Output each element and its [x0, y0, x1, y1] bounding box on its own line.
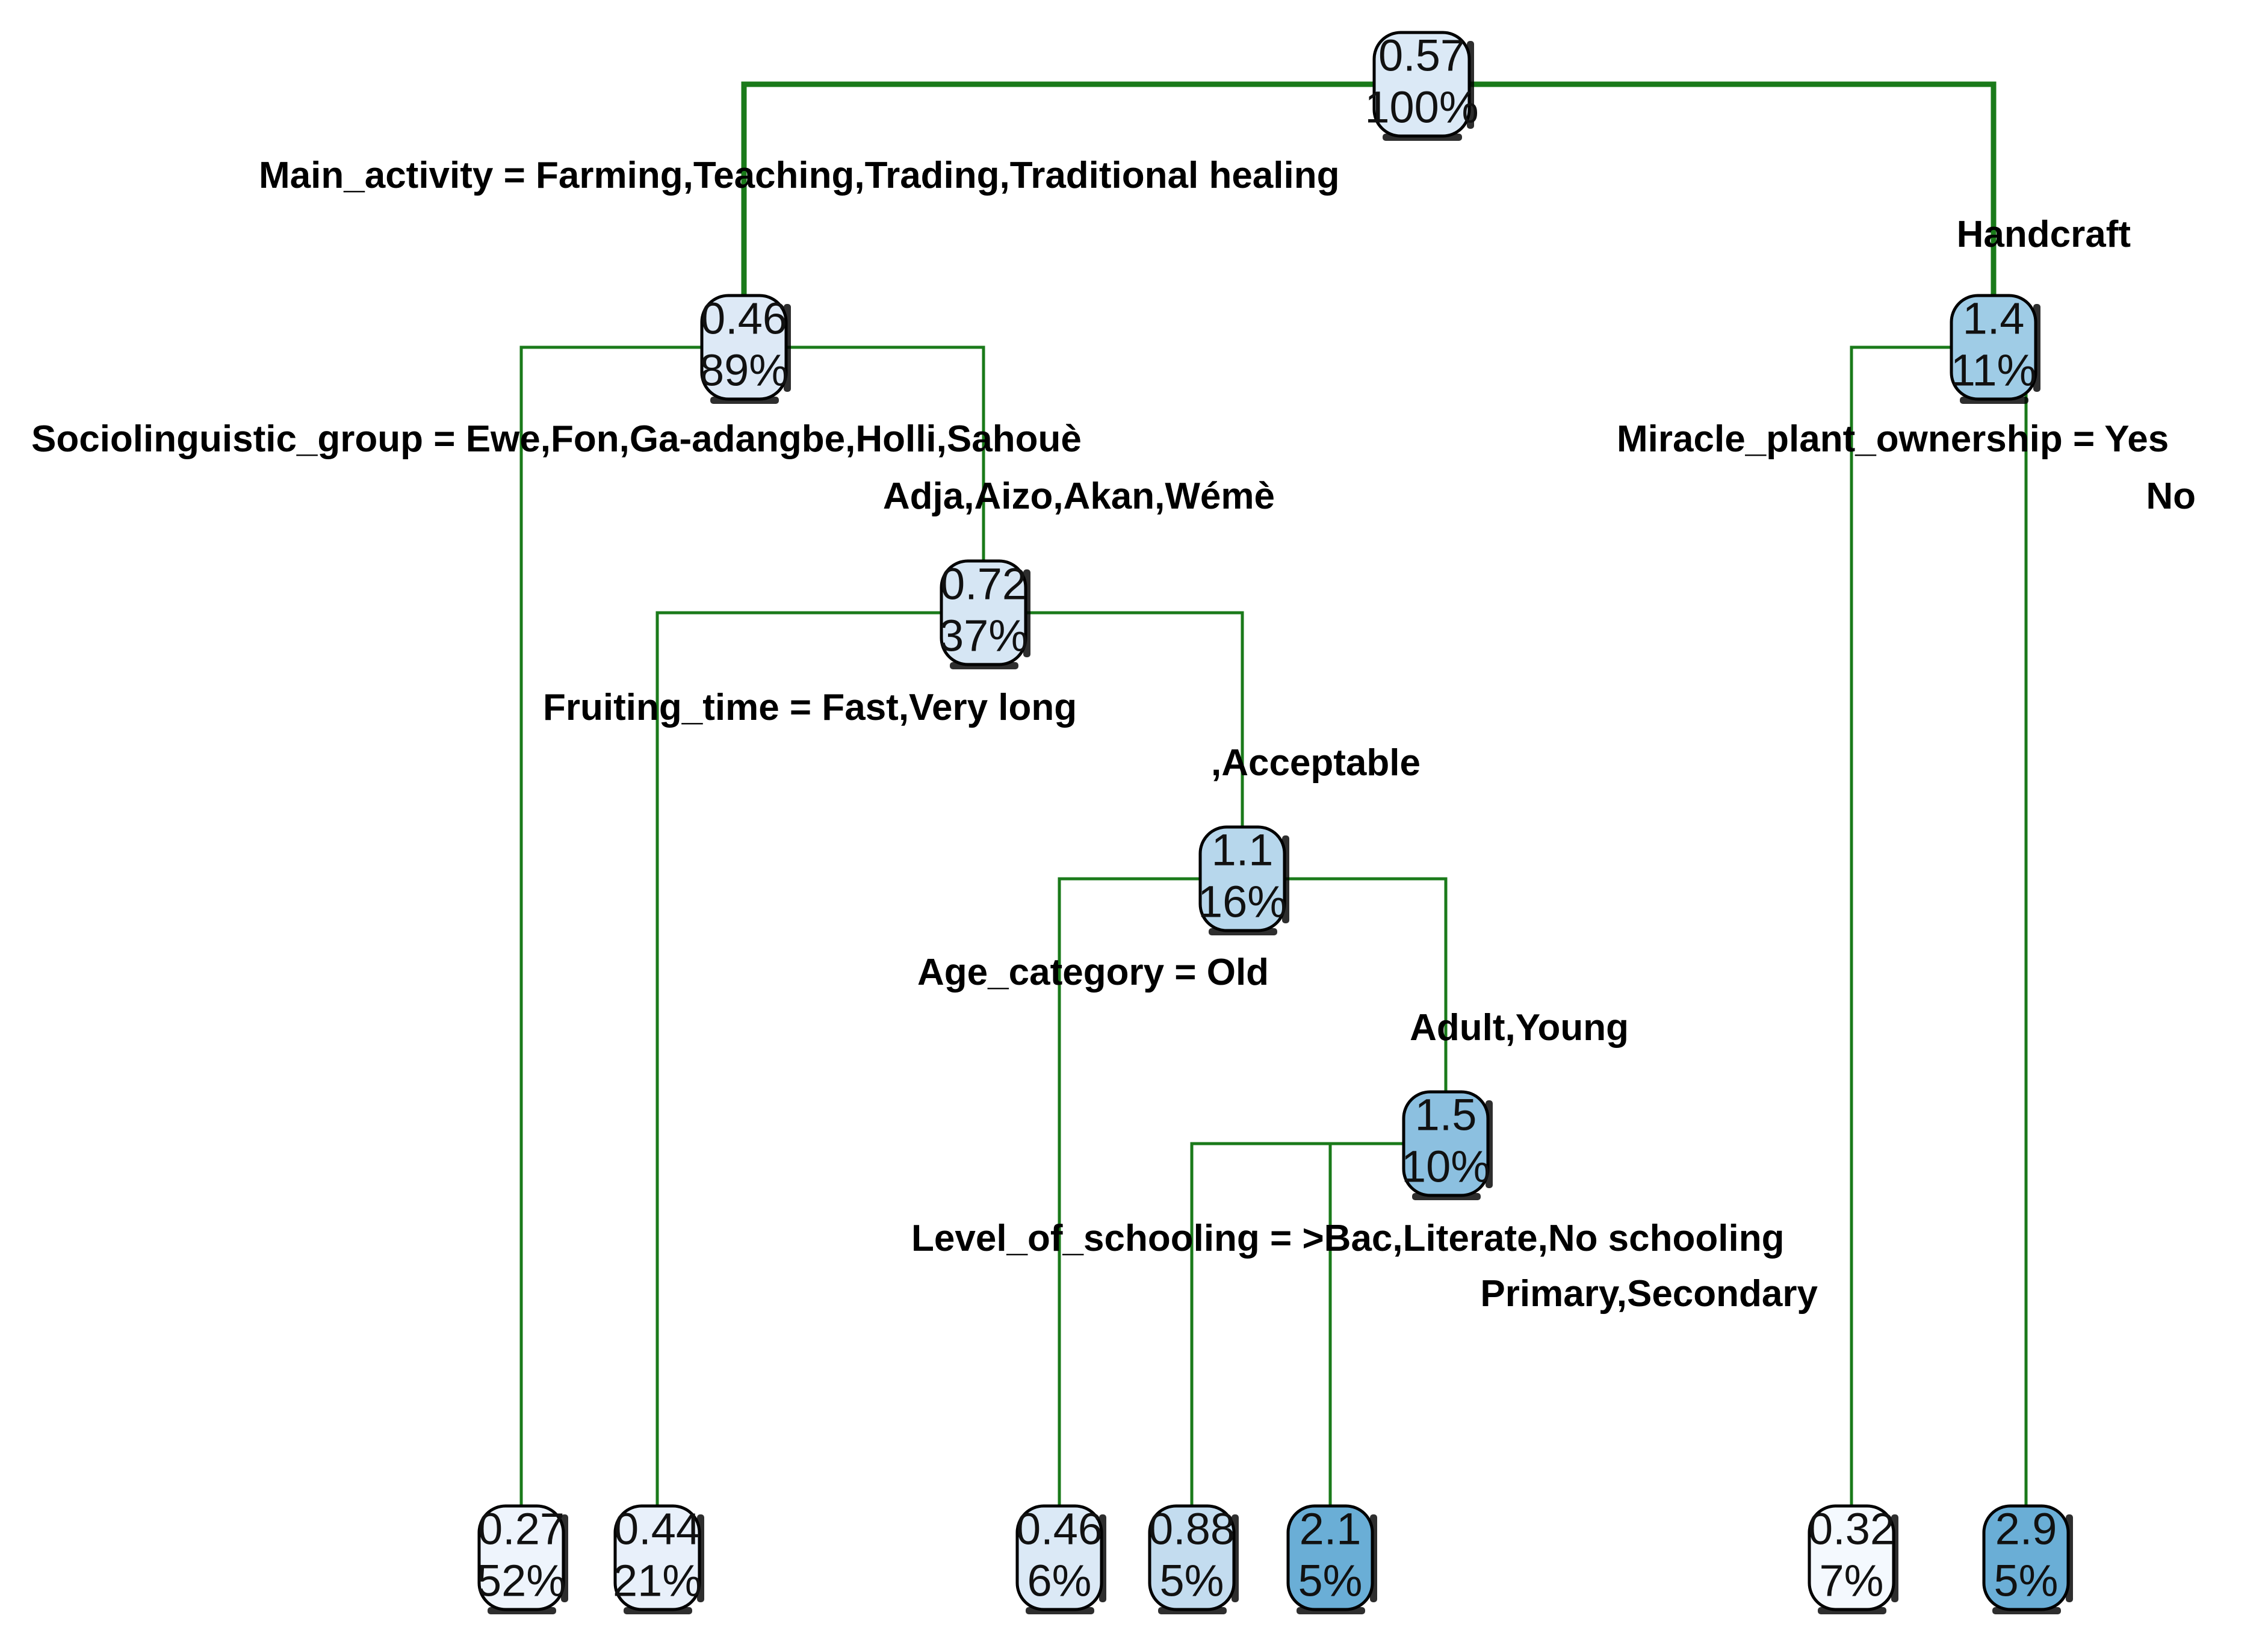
- node-percent: 5%: [1994, 1556, 2059, 1606]
- node-value: 0.72: [940, 559, 1027, 609]
- edge-root-left: [741, 81, 1422, 296]
- node-percent: 6%: [1027, 1556, 1092, 1606]
- node-percent: 16%: [1198, 877, 1287, 927]
- tree-node-n47[interactable]: 2.15%: [1286, 1504, 1377, 1614]
- tree-node-n3[interactable]: 1.411%: [1950, 294, 2040, 404]
- node-percent: 11%: [1951, 345, 2037, 395]
- tree-node-n6[interactable]: 0.327%: [1808, 1504, 1898, 1614]
- split-age-left: Age_category = Old: [917, 952, 1269, 993]
- split-labels: Main_activity = Farming,Teaching,Trading…: [31, 155, 2196, 1315]
- node-box: [613, 1504, 701, 1611]
- edge-n2-right: [744, 345, 985, 561]
- split-fruiting-left: Fruiting_time = Fast,Very long: [543, 687, 1077, 728]
- tree-node-n11[interactable]: 1.116%: [1198, 825, 1289, 935]
- edge-n2-left: [519, 345, 744, 1506]
- split-miracle-right: No: [2146, 476, 2196, 517]
- node-box: [1148, 1504, 1236, 1611]
- split-miracle-left: Miracle_plant_ownership = Yes: [1617, 418, 2169, 460]
- node-percent: 5%: [1160, 1556, 1224, 1606]
- edge-n11-right: [1242, 877, 1448, 1092]
- node-value: 0.46: [1016, 1504, 1103, 1554]
- node-percent: 5%: [1298, 1556, 1363, 1606]
- node-box: [1198, 825, 1286, 932]
- node-box: [940, 559, 1027, 666]
- tree-node-n46[interactable]: 0.885%: [1148, 1504, 1239, 1614]
- node-box: [1982, 1504, 2070, 1611]
- edge-n5-left: [655, 611, 984, 1506]
- node-value: 0.57: [1378, 31, 1465, 81]
- node-box: [1950, 294, 2037, 401]
- node-box: [1286, 1504, 1374, 1611]
- node-value: 0.44: [614, 1504, 701, 1554]
- node-value: 2.1: [1300, 1504, 1362, 1554]
- split-socio-right: Adja,Aizo,Akan,Wémè: [883, 476, 1275, 517]
- split-fruiting-right: ,Acceptable: [1211, 742, 1421, 784]
- node-value: 0.88: [1148, 1504, 1235, 1554]
- split-schooling-left: Level_of_schooling = >Bac,Literate,No sc…: [911, 1218, 1784, 1259]
- node-value: 0.32: [1808, 1504, 1895, 1554]
- node-value: 1.4: [1963, 294, 2025, 344]
- node-box: [477, 1504, 565, 1611]
- edge-n11-left: [1058, 877, 1242, 1506]
- node-box: [1808, 1504, 1895, 1611]
- node-percent: 7%: [1820, 1556, 1884, 1606]
- node-percent: 52%: [477, 1556, 566, 1606]
- split-age-right: Adult,Young: [1410, 1007, 1629, 1049]
- edge-n5-right: [984, 611, 1244, 827]
- node-box: [700, 294, 788, 401]
- node-percent: 89%: [699, 345, 789, 395]
- node-value: 1.5: [1415, 1090, 1477, 1140]
- node-value: 1.1: [1212, 825, 1274, 875]
- node-percent: 21%: [613, 1556, 702, 1606]
- tree-nodes: 0.57100%0.4689%1.411%0.2752%0.7237%0.442…: [477, 31, 2073, 1614]
- node-box: [1402, 1090, 1490, 1197]
- split-socio-left: Sociolinguistic_group = Ewe,Fon,Ga-adang…: [31, 418, 1082, 460]
- node-percent: 10%: [1401, 1142, 1490, 1192]
- tree-node-n22[interactable]: 0.466%: [1015, 1504, 1106, 1614]
- node-percent: 100%: [1365, 82, 1478, 132]
- split-main-activity-left: Main_activity = Farming,Teaching,Trading…: [259, 155, 1340, 196]
- node-value: 2.9: [1995, 1504, 2057, 1554]
- tree-node-n7[interactable]: 2.95%: [1982, 1504, 2073, 1614]
- node-value: 0.46: [701, 294, 787, 344]
- split-schooling-right: Primary,Secondary: [1480, 1273, 1818, 1315]
- split-main-activity-right: Handcraft: [1957, 214, 2131, 255]
- node-value: 0.27: [478, 1504, 565, 1554]
- tree-node-n23[interactable]: 1.510%: [1401, 1090, 1493, 1200]
- edge-root-right: [1422, 81, 1997, 296]
- node-percent: 37%: [939, 611, 1028, 661]
- node-box: [1372, 31, 1471, 138]
- edge-n3-left: [1850, 345, 1994, 1506]
- node-box: [1015, 1504, 1103, 1611]
